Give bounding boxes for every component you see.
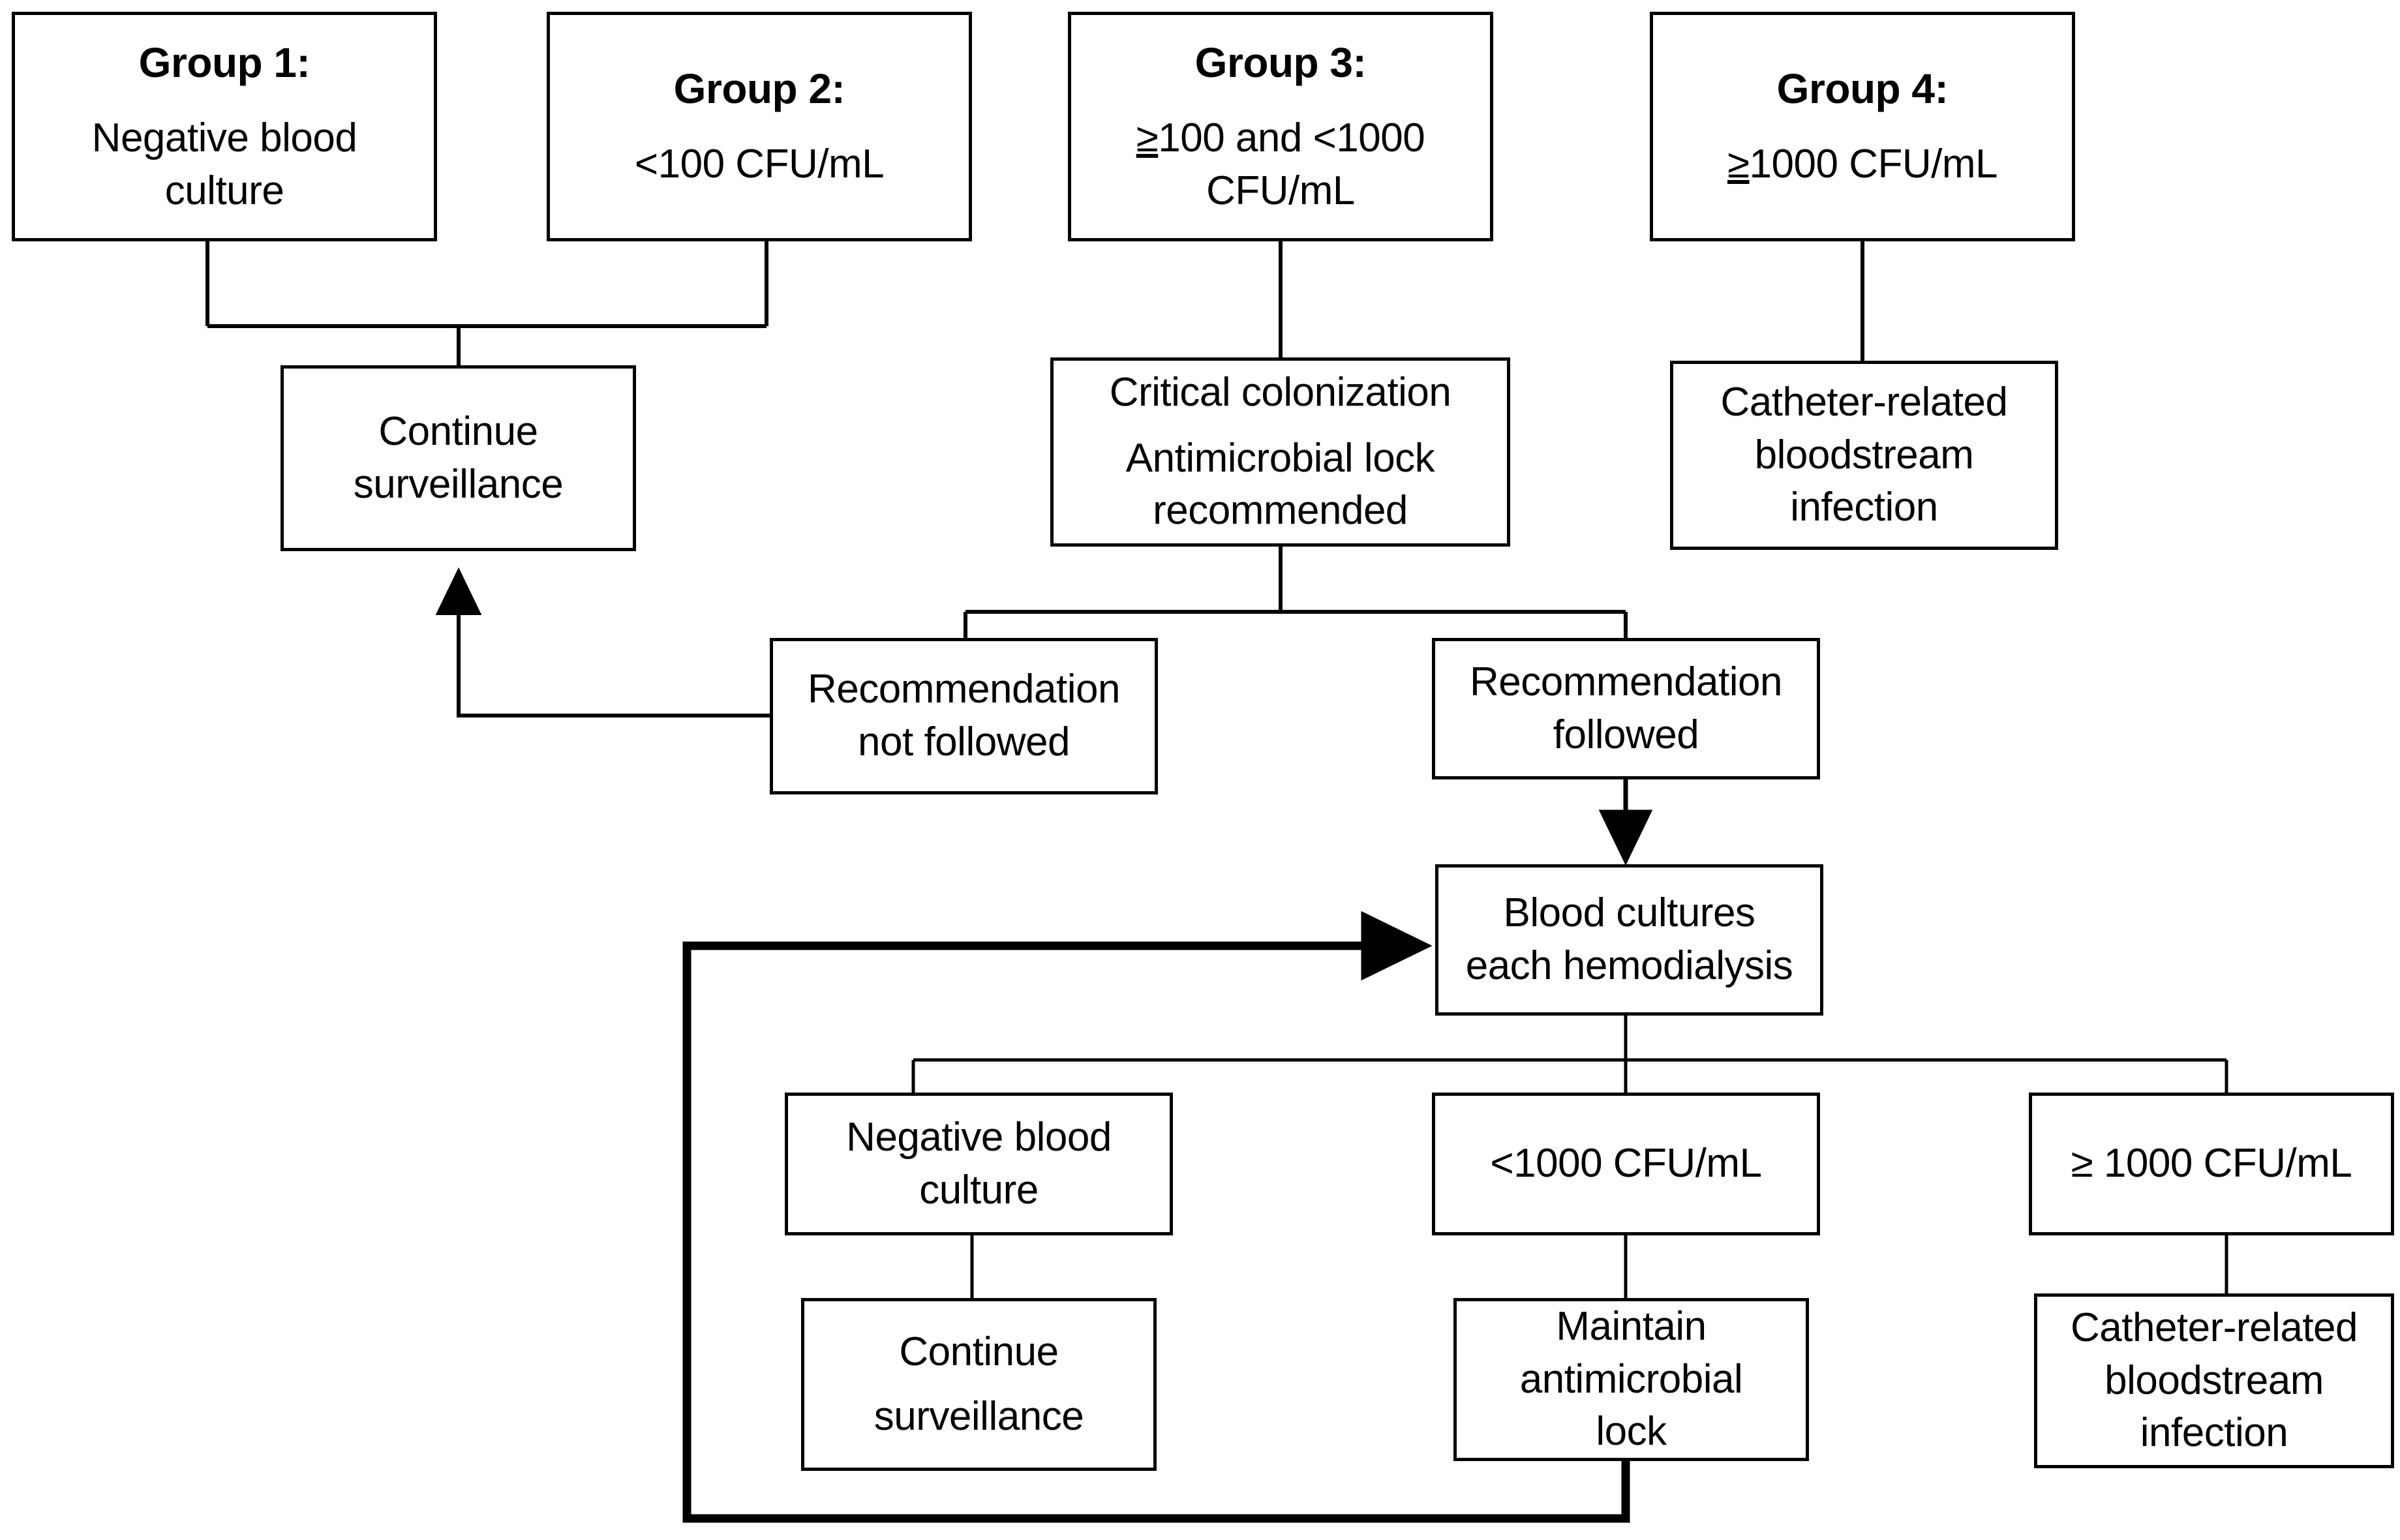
greater-equal-glyph: ≥ bbox=[1136, 115, 1159, 160]
node-group-4[interactable]: Group 4: ≥1000 CFU/mL bbox=[1650, 12, 2075, 241]
group-1-body-line-2: culture bbox=[164, 168, 284, 213]
rec-not-followed-line-1: Recommendation bbox=[808, 667, 1120, 712]
group-3-title: Group 3: bbox=[1194, 38, 1367, 86]
maintain-lock-line-3: lock bbox=[1596, 1409, 1667, 1455]
group-3-body-line-1: ≥100 and <1000 bbox=[1078, 112, 1483, 165]
group-3-body-line-2: CFU/mL bbox=[1206, 168, 1355, 213]
crbsi-top-line-2: bloodstream bbox=[1754, 432, 1974, 477]
node-less-than-1000-cfu[interactable]: <1000 CFU/mL bbox=[1432, 1093, 1820, 1235]
crbsi-top-line-1: Catheter-related bbox=[1720, 380, 2008, 425]
crbsi-bottom-line-3: infection bbox=[2140, 1410, 2288, 1456]
node-crbsi-top[interactable]: Catheter-related bloodstream infection bbox=[1670, 361, 2058, 550]
critical-colonization-line-2: Antimicrobial lock bbox=[1125, 435, 1435, 481]
crbsi-bottom-line-2: bloodstream bbox=[2104, 1357, 2324, 1403]
rec-not-followed-line-2: not followed bbox=[858, 719, 1070, 764]
node-group-1[interactable]: Group 1: Negative blood culture bbox=[12, 12, 437, 241]
node-group-2[interactable]: Group 2: <100 CFU/mL bbox=[547, 12, 972, 241]
continue-surveillance-top-line-2: surveillance bbox=[353, 461, 564, 507]
group-4-body-text-1: 1000 CFU/mL bbox=[1749, 142, 1998, 187]
node-continue-surveillance-top[interactable]: Continue surveillance bbox=[281, 365, 636, 551]
crbsi-top-line-3: infection bbox=[1790, 485, 1938, 530]
group-2-body-line-1: <100 CFU/mL bbox=[634, 142, 885, 187]
critical-colonization-line-1: Critical colonization bbox=[1109, 370, 1451, 415]
edge-notfollowed-to-continue bbox=[435, 567, 770, 717]
node-maintain-antimicrobial-lock[interactable]: Maintain antimicrobial lock bbox=[1453, 1298, 1809, 1461]
crbsi-bottom-line-1: Catheter-related bbox=[2070, 1305, 2358, 1351]
group-3-body-text-1: 100 and <1000 bbox=[1158, 115, 1425, 160]
node-group-3[interactable]: Group 3: ≥100 and <1000 CFU/mL bbox=[1068, 12, 1493, 241]
node-continue-surveillance-bottom[interactable]: Continue surveillance bbox=[801, 1298, 1157, 1471]
rec-followed-line-2: followed bbox=[1553, 712, 1699, 757]
node-recommendation-followed[interactable]: Recommendation followed bbox=[1432, 638, 1820, 779]
group-4-body-line-1: ≥1000 CFU/mL bbox=[1660, 138, 2065, 191]
node-negative-blood-culture[interactable]: Negative blood culture bbox=[785, 1093, 1173, 1235]
node-critical-colonization[interactable]: Critical colonization Antimicrobial lock… bbox=[1050, 357, 1510, 547]
neg-blood-culture-line-1: Negative blood bbox=[846, 1114, 1112, 1160]
group-1-title: Group 1: bbox=[138, 38, 311, 86]
lt1000-line-1: <1000 CFU/mL bbox=[1490, 1141, 1762, 1186]
continue-surveillance-bottom-line-1: Continue bbox=[899, 1329, 1059, 1374]
greater-equal-glyph: ≥ bbox=[1727, 142, 1750, 187]
node-ge-1000-cfu[interactable]: ≥ 1000 CFU/mL bbox=[2029, 1093, 2394, 1235]
rec-followed-line-1: Recommendation bbox=[1470, 659, 1782, 704]
maintain-lock-line-2: antimicrobial bbox=[1519, 1356, 1743, 1402]
neg-blood-culture-line-2: culture bbox=[919, 1167, 1039, 1213]
blood-cultures-line-1: Blood cultures bbox=[1503, 890, 1755, 936]
group-2-title: Group 2: bbox=[673, 65, 845, 113]
ge1000-line-1: ≥ 1000 CFU/mL bbox=[2071, 1141, 2352, 1186]
node-blood-cultures-each-hemodialysis[interactable]: Blood cultures each hemodialysis bbox=[1435, 864, 1823, 1016]
node-recommendation-not-followed[interactable]: Recommendation not followed bbox=[770, 638, 1158, 794]
continue-surveillance-bottom-line-2: surveillance bbox=[873, 1393, 1084, 1439]
critical-colonization-line-3: recommended bbox=[1153, 488, 1408, 534]
maintain-lock-line-1: Maintain bbox=[1556, 1304, 1707, 1350]
blood-cultures-line-2: each hemodialysis bbox=[1465, 943, 1793, 988]
group-1-body-line-1: Negative blood bbox=[91, 115, 357, 160]
node-crbsi-bottom[interactable]: Catheter-related bloodstream infection bbox=[2034, 1293, 2394, 1468]
continue-surveillance-top-line-1: Continue bbox=[378, 408, 538, 454]
group-4-title: Group 4: bbox=[1776, 65, 1949, 113]
